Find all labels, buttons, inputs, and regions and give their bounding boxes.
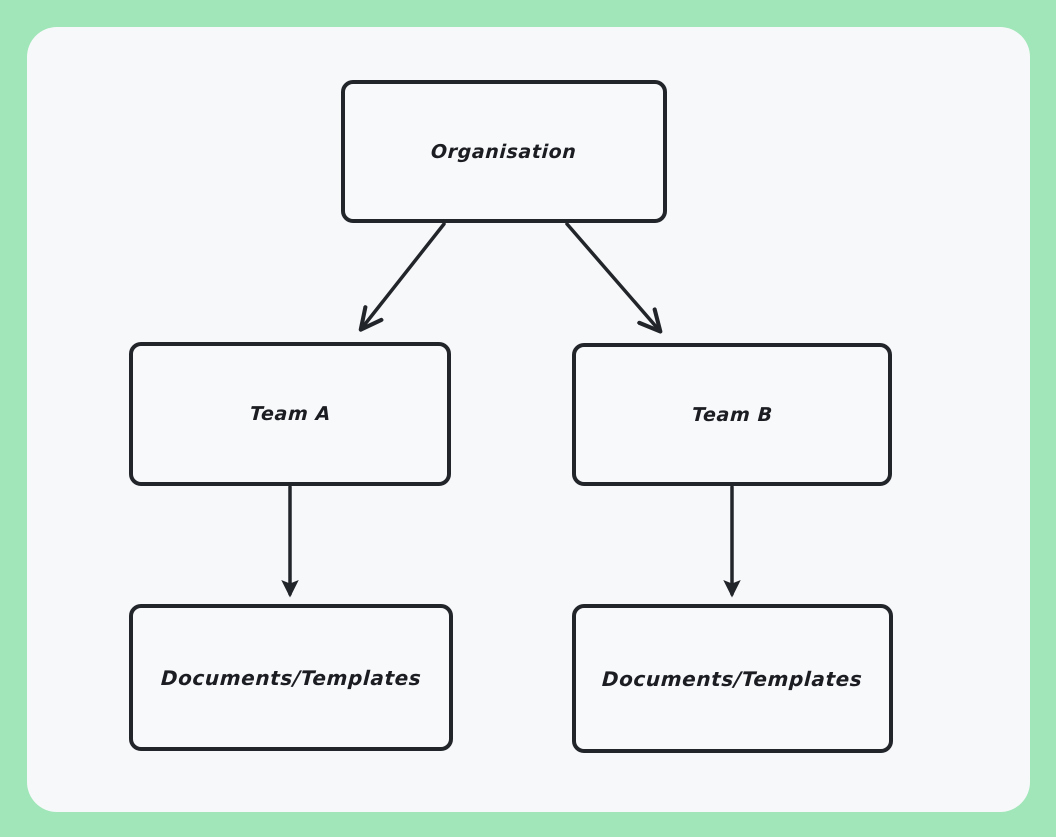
node-documents-templates-left-label: Documents/Templates: [160, 665, 422, 690]
node-documents-templates-left[interactable]: Documents/Templates: [129, 604, 453, 751]
edge-organisation-to-team-b: [565, 222, 663, 334]
node-team-b[interactable]: Team B: [572, 343, 892, 486]
node-team-b-label: Team B: [691, 403, 773, 426]
node-team-a[interactable]: Team A: [129, 342, 451, 486]
node-documents-templates-right-label: Documents/Templates: [601, 666, 864, 691]
edge-organisation-to-team-a: [358, 222, 446, 332]
node-organisation-label: Organisation: [430, 140, 578, 163]
node-organisation[interactable]: Organisation: [341, 80, 667, 223]
node-documents-templates-right[interactable]: Documents/Templates: [572, 604, 893, 753]
node-team-a-label: Team A: [248, 403, 332, 425]
